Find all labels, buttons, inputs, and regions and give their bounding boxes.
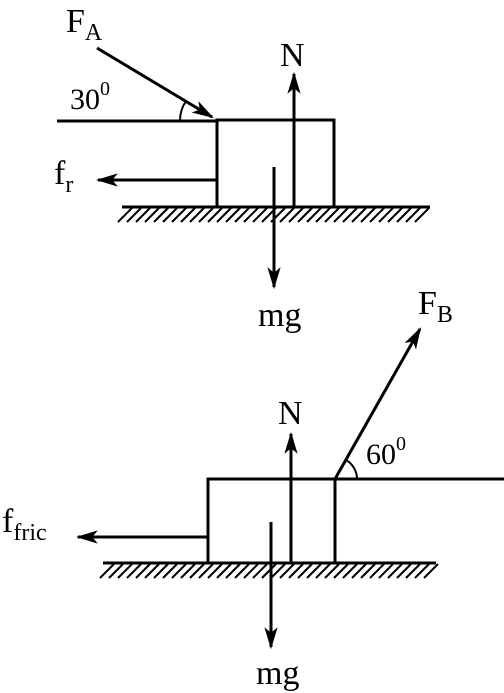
hatch-mark: [198, 207, 214, 223]
hatch-mark: [306, 207, 322, 223]
hatch-mark: [261, 563, 277, 579]
hatch-mark: [414, 207, 430, 223]
hatch-mark: [126, 207, 142, 223]
top-diagram: FA 300 N fr mg: [54, 3, 430, 334]
hatch-mark: [315, 207, 331, 223]
hatch-mark: [135, 207, 151, 223]
hatch-mark: [234, 563, 250, 579]
hatch-mark: [216, 207, 232, 223]
hatch-mark: [108, 563, 124, 579]
hatch-mark: [270, 563, 286, 579]
hatch-mark: [288, 207, 304, 223]
hatch-mark: [396, 563, 412, 579]
hatch-mark: [162, 207, 178, 223]
hatch-mark: [189, 563, 205, 579]
bottom-weight-label: mg: [256, 655, 299, 692]
hatch-mark: [288, 563, 304, 579]
hatch-mark: [198, 563, 214, 579]
hatch-mark: [297, 207, 313, 223]
hatch-mark: [369, 207, 385, 223]
bottom-ground-hatching: [99, 563, 439, 579]
hatch-mark: [171, 207, 187, 223]
hatch-mark: [117, 563, 133, 579]
hatch-mark: [252, 563, 268, 579]
hatch-mark: [378, 563, 394, 579]
hatch-mark: [405, 207, 421, 223]
hatch-mark: [333, 563, 349, 579]
hatch-mark: [387, 563, 403, 579]
hatch-mark: [99, 563, 115, 579]
bottom-angle-label: 600: [366, 433, 406, 471]
top-normal-label: N: [280, 37, 305, 74]
hatch-mark: [297, 563, 313, 579]
top-friction-label: fr: [54, 155, 73, 198]
hatch-mark: [369, 563, 385, 579]
hatch-mark: [234, 207, 250, 223]
hatch-mark: [153, 563, 169, 579]
hatch-mark: [216, 563, 232, 579]
hatch-mark: [423, 563, 439, 579]
hatch-mark: [144, 207, 160, 223]
hatch-mark: [324, 207, 340, 223]
hatch-mark: [333, 207, 349, 223]
hatch-mark: [207, 207, 223, 223]
hatch-mark: [396, 207, 412, 223]
hatch-mark: [360, 563, 376, 579]
hatch-mark: [252, 207, 268, 223]
hatch-mark: [243, 563, 259, 579]
top-ground-hatching: [117, 207, 430, 223]
hatch-mark: [351, 563, 367, 579]
top-angle-arc: [178, 100, 187, 122]
hatch-mark: [324, 563, 340, 579]
hatch-mark: [405, 563, 421, 579]
top-force-a-label: FA: [66, 3, 103, 46]
hatch-mark: [243, 207, 259, 223]
hatch-mark: [387, 207, 403, 223]
hatch-mark: [306, 563, 322, 579]
hatch-mark: [360, 207, 376, 223]
hatch-mark: [315, 563, 331, 579]
hatch-mark: [135, 563, 151, 579]
hatch-mark: [144, 563, 160, 579]
hatch-mark: [342, 207, 358, 223]
hatch-mark: [126, 563, 142, 579]
hatch-mark: [171, 563, 187, 579]
bottom-force-b-arrow: [333, 327, 422, 480]
hatch-mark: [414, 563, 430, 579]
hatch-mark: [225, 207, 241, 223]
top-force-a-arrow: [96, 46, 214, 119]
hatch-mark: [342, 563, 358, 579]
hatch-mark: [279, 207, 295, 223]
bottom-diagram: FB 600 N ffric mg: [2, 285, 504, 692]
bottom-friction-label: ffric: [2, 503, 47, 546]
hatch-mark: [153, 207, 169, 223]
hatch-mark: [225, 563, 241, 579]
hatch-mark: [378, 207, 394, 223]
bottom-angle-arc: [345, 459, 358, 480]
hatch-mark: [279, 563, 295, 579]
top-weight-label: mg: [258, 297, 301, 334]
hatch-mark: [189, 207, 205, 223]
bottom-normal-label: N: [278, 395, 303, 432]
hatch-mark: [162, 563, 178, 579]
hatch-mark: [117, 207, 133, 223]
hatch-mark: [207, 563, 223, 579]
hatch-mark: [180, 563, 196, 579]
hatch-mark: [180, 207, 196, 223]
bottom-force-b-label: FB: [418, 285, 453, 328]
top-angle-label: 300: [70, 78, 110, 116]
hatch-mark: [351, 207, 367, 223]
